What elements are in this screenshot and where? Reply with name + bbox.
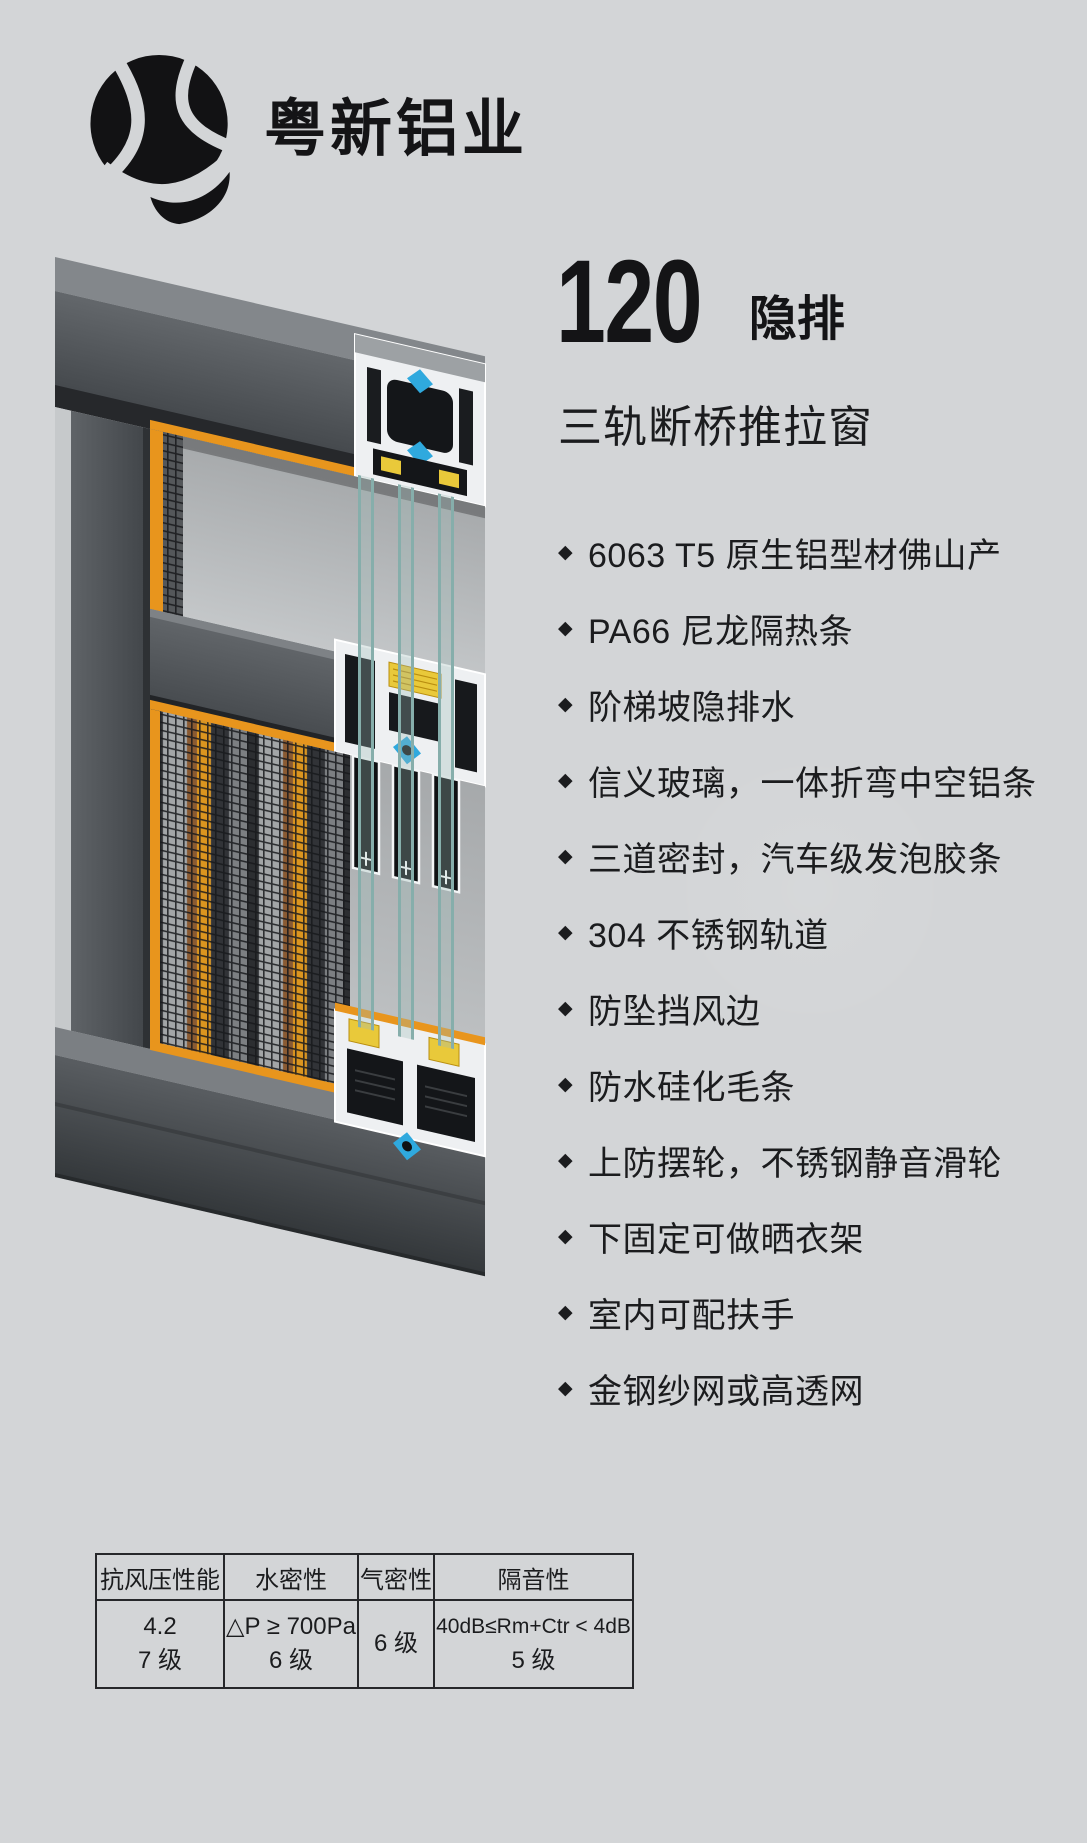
feature-text: 室内可配扶手 <box>588 1296 795 1335</box>
feature-text: 防水硅化毛条 <box>588 1068 795 1107</box>
product-title-row: 120 隐排 <box>556 236 845 368</box>
header-water-tightness: 水密性 <box>223 1553 359 1601</box>
value-air-tightness: 6 级 <box>357 1599 435 1689</box>
feature-text: 三道密封，汽车级发泡胶条 <box>588 840 1002 879</box>
diamond-bullet-icon: ◆ <box>558 1377 573 1399</box>
feature-text: PA66 尼龙隔热条 <box>588 612 854 651</box>
feature-item: ◆ 金钢纱网或高透网 <box>558 1350 1037 1426</box>
value-wind-pressure: 4.2 7 级 <box>95 1599 225 1689</box>
feature-text: 304 不锈钢轨道 <box>588 916 829 955</box>
feature-item: ◆ 防坠挡风边 <box>558 970 1037 1046</box>
background-watermark <box>660 740 960 1040</box>
diamond-bullet-icon: ◆ <box>558 693 573 715</box>
logo-swoosh-cut-bottom <box>100 148 234 195</box>
head-profile-section <box>354 333 486 508</box>
diamond-bullet-icon: ◆ <box>558 1149 573 1171</box>
feature-text: 6063 T5 原生铝型材佛山产 <box>588 536 1002 575</box>
upper-glazing-opening <box>150 428 485 687</box>
feature-text: 防坠挡风边 <box>588 992 761 1031</box>
product-model: 120 <box>556 236 703 368</box>
diamond-bullet-icon: ◆ <box>558 1225 573 1247</box>
feature-item: ◆ 室内可配扶手 <box>558 1274 1037 1350</box>
value-sound-insulation: 40dB≤Rm+Ctr < 4dB 5 级 <box>433 1599 634 1689</box>
spacer-yellow <box>439 469 459 489</box>
frame-left-jamb <box>55 407 150 1049</box>
feature-item: ◆ 上防摆轮，不锈钢静音滑轮 <box>558 1122 1037 1198</box>
window-cross-section-render <box>55 257 486 1277</box>
diamond-bullet-icon: ◆ <box>558 1301 573 1323</box>
value-water-tightness: △P ≥ 700Pa 6 级 <box>223 1599 359 1689</box>
feature-item: ◆ PA66 尼龙隔热条 <box>558 590 1037 666</box>
feature-item: ◆ 信义玻璃，一体折弯中空铝条 <box>558 742 1037 818</box>
performance-specs: 抗风压性能 水密性 气密性 隔音性 4.2 7 级 △P ≥ 700Pa 6 级 <box>95 1553 634 1689</box>
gasket-blue <box>407 369 433 394</box>
feature-item: ◆ 阶梯坡隐排水 <box>558 666 1037 742</box>
brand-name: 粤新铝业 <box>264 95 529 164</box>
frame-sill <box>55 1027 485 1277</box>
feature-item: ◆ 下固定可做晒衣架 <box>558 1198 1037 1274</box>
diamond-bullet-icon: ◆ <box>558 541 573 563</box>
specs-value-row: 4.2 7 级 △P ≥ 700Pa 6 级 6 级 40dB≤Rm+Ctr <… <box>95 1599 634 1689</box>
product-model-tag: 隐排 <box>748 292 845 346</box>
feature-item: ◆ 6063 T5 原生铝型材佛山产 <box>558 514 1037 590</box>
header-wind-pressure: 抗风压性能 <box>95 1553 225 1601</box>
feature-text: 阶梯坡隐排水 <box>588 688 795 727</box>
feature-item: ◆ 304 不锈钢轨道 <box>558 894 1037 970</box>
feature-text: 下固定可做晒衣架 <box>588 1220 864 1259</box>
glass-panes <box>358 474 454 1050</box>
product-subtitle: 三轨断桥推拉窗 <box>558 403 873 452</box>
logo-swoosh-cut-right <box>175 54 234 155</box>
performance-specs-table: 抗风压性能 水密性 气密性 隔音性 4.2 7 级 △P ≥ 700Pa 6 级 <box>95 1553 634 1689</box>
brand-sphere-logo-icon <box>90 54 234 225</box>
feature-text: 信义玻璃，一体折弯中空铝条 <box>588 764 1037 803</box>
feature-item: ◆ 三道密封，汽车级发泡胶条 <box>558 818 1037 894</box>
diamond-bullet-icon: ◆ <box>558 617 573 639</box>
feature-text: 上防摆轮，不锈钢静音滑轮 <box>588 1144 1002 1183</box>
feature-text: 金钢纱网或高透网 <box>588 1372 864 1411</box>
feature-list: ◆ 6063 T5 原生铝型材佛山产 ◆ PA66 尼龙隔热条 ◆ 阶梯坡隐排水 ◆ 信… <box>558 514 1037 1426</box>
specs-header-row: 抗风压性能 水密性 气密性 隔音性 <box>95 1553 634 1601</box>
gasket-blue <box>407 441 433 466</box>
diamond-bullet-icon: ◆ <box>558 997 573 1019</box>
feature-item: ◆ 防水硅化毛条 <box>558 1046 1037 1122</box>
diamond-bullet-icon: ◆ <box>558 769 573 791</box>
diamond-bullet-icon: ◆ <box>558 921 573 943</box>
logo-bottom-swoosh <box>150 171 230 225</box>
spacer-yellow <box>381 456 401 475</box>
diamond-bullet-icon: ◆ <box>558 1073 573 1095</box>
header-sound-insulation: 隔音性 <box>433 1553 634 1601</box>
diamond-bullet-icon: ◆ <box>558 845 573 867</box>
header-air-tightness: 气密性 <box>357 1553 435 1601</box>
